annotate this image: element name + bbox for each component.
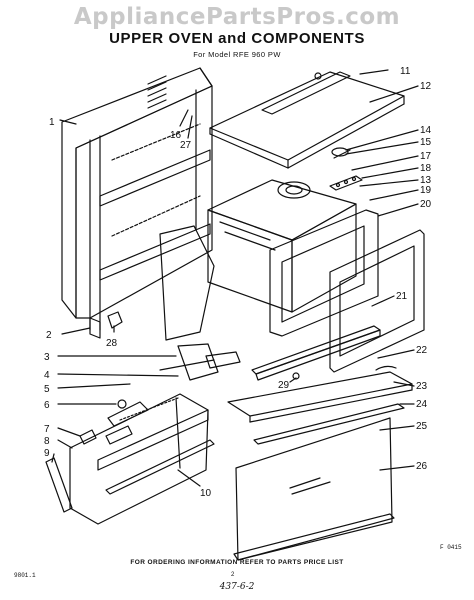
oven-cavity	[207, 179, 357, 313]
callout-23: 23	[416, 381, 428, 392]
callout-18: 18	[420, 163, 432, 174]
small-parts-cluster	[79, 147, 397, 445]
callout-17: 17	[420, 151, 432, 162]
top-panel-part-12	[209, 71, 405, 169]
strip-part-24	[253, 403, 405, 445]
callout-29: 29	[278, 380, 290, 391]
callout-4: 4	[44, 370, 50, 381]
door-gasket-part-21	[329, 229, 425, 373]
door-frame-part-20	[269, 209, 379, 337]
callout-16: 16	[170, 130, 182, 141]
vent-panel-part-23	[227, 371, 413, 423]
callout-labels: 11 12 14 15 17 18 13 19 20 21 22 23 24	[44, 66, 432, 499]
callout-20: 20	[420, 199, 432, 210]
callout-11: 11	[400, 66, 411, 77]
callout-26: 26	[416, 461, 428, 472]
bracket-parts-3-4	[159, 343, 241, 381]
callout-22: 22	[416, 345, 428, 356]
callout-2: 2	[46, 330, 52, 341]
callout-28: 28	[106, 338, 118, 349]
glass-panel-part-26	[233, 417, 395, 561]
trim-strip-part-9	[45, 457, 73, 513]
document-code: 9801.1	[14, 572, 36, 579]
page-number: 2	[231, 572, 235, 578]
callout-10: 10	[200, 488, 212, 499]
callout-21: 21	[396, 291, 408, 302]
callout-27: 27	[180, 140, 192, 151]
callout-25: 25	[416, 421, 428, 432]
callout-19: 19	[420, 185, 432, 196]
watermark: AppliancePartsPros.com	[73, 4, 401, 30]
callout-13: 13	[420, 175, 432, 186]
insulation-panel	[159, 225, 215, 341]
model-subtitle: For Model RFE 960 PW	[193, 50, 281, 59]
lower-chassis-part-8	[69, 393, 209, 525]
handwritten-note: 437-6-2	[219, 582, 255, 592]
callout-14: 14	[420, 125, 432, 136]
callout-5: 5	[44, 384, 50, 395]
callout-7: 7	[44, 424, 50, 435]
callout-3: 3	[44, 352, 50, 363]
callout-15: 15	[420, 137, 432, 148]
callout-1: 1	[49, 117, 55, 128]
ordering-footer: FOR ORDERING INFORMATION REFER TO PARTS …	[130, 559, 344, 566]
rail-part-10	[105, 439, 215, 495]
figure-code: F 0415	[440, 544, 462, 551]
strip-part-22	[251, 325, 381, 381]
callout-12: 12	[420, 81, 432, 92]
callout-24: 24	[416, 399, 428, 410]
callout-6: 6	[44, 400, 50, 411]
diagram-title: UPPER OVEN and COMPONENTS	[109, 30, 365, 47]
callout-8: 8	[44, 436, 50, 447]
side-panel-part-1	[61, 67, 213, 339]
bracket-part-28	[107, 311, 123, 329]
callout-9: 9	[44, 448, 50, 459]
